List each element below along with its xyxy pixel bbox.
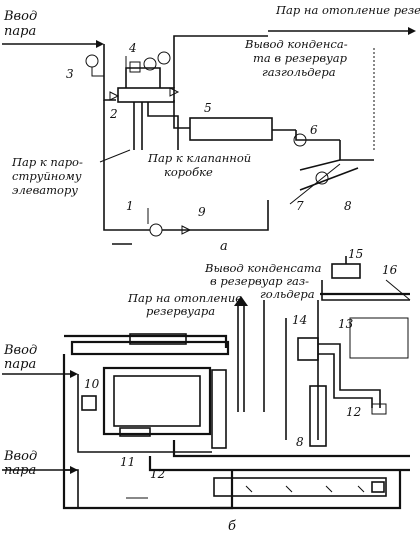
- condensate-return: [339, 140, 374, 161]
- condensate-outlet-b-2: в резервуар газ-: [210, 274, 309, 288]
- condensate-outlet-a-3: газгольдера: [262, 65, 336, 79]
- pipe-to-valve-box: [147, 102, 179, 150]
- gasholder-window: [349, 317, 409, 359]
- inner-tank-core: [113, 375, 201, 427]
- pipe-to-condensate: [173, 100, 190, 129]
- flow-arrows: [245, 485, 365, 493]
- steam-input-b-2: пара: [4, 357, 36, 372]
- valve-9: [181, 225, 192, 235]
- condensate-outlet-b-3: гольдера: [260, 287, 315, 301]
- device-10: [81, 395, 97, 411]
- valve-15: [331, 263, 361, 279]
- diagram-b: Вывод конденсата в резервуар газ- гольде…: [2, 247, 411, 534]
- reducer-valve: [129, 61, 141, 73]
- duct-top: [148, 456, 410, 472]
- outlet-12b: [371, 403, 387, 415]
- trap-8: [315, 171, 329, 185]
- elevator-label-2: струйному: [12, 169, 82, 183]
- gauge-4b: [157, 51, 171, 65]
- trap-1: [149, 223, 163, 237]
- duct-bottom: [210, 470, 402, 510]
- label-11: 11: [120, 455, 135, 469]
- arrow-head: [70, 370, 78, 378]
- label-9: 9: [198, 205, 206, 219]
- check-valve: [169, 87, 180, 97]
- label-7: 7: [296, 199, 304, 213]
- label-8b: 8: [296, 435, 304, 449]
- label-15: 15: [348, 247, 363, 261]
- duct-end: [371, 481, 385, 493]
- pipe-13b: [318, 353, 373, 408]
- elevator-label-3: элеватору: [12, 183, 78, 197]
- diagram-a: Ввод пара Пар на отопление резервуара 3 …: [2, 3, 420, 254]
- elevator-label-1: Пар к паро-: [11, 155, 83, 169]
- steam-input-label-1: Ввод: [3, 9, 37, 24]
- elevator-leader: [99, 149, 131, 163]
- arrow-up-b: [234, 296, 248, 306]
- label-12b: 12: [346, 405, 361, 419]
- label-6: 6: [310, 123, 318, 137]
- roof-slope: [385, 279, 411, 301]
- steam-input-b-1: Ввод: [3, 343, 37, 358]
- label-1: 1: [126, 199, 134, 213]
- label-16: 16: [382, 263, 398, 277]
- pressure-gauge-3: [85, 54, 99, 68]
- label-10: 10: [84, 377, 100, 391]
- heating-label-a: Пар на отопление резервуара: [275, 3, 420, 17]
- steam-input-c-1: Ввод: [3, 449, 37, 464]
- lower-loop-right: [200, 200, 269, 231]
- condensate-outlet-a-1: Вывод конденса-: [244, 37, 348, 51]
- roof-hatch: [129, 333, 187, 345]
- heating-label-b-1: Пар на отопление: [127, 291, 242, 305]
- lower-loop-left: [103, 100, 132, 231]
- label-2: 2: [109, 107, 118, 121]
- roof-beam: [70, 340, 230, 356]
- furnace-wall-left: [62, 354, 234, 510]
- inner-tank: [102, 366, 212, 436]
- top-slab: [64, 334, 228, 348]
- condensate-tank-5: [189, 117, 273, 141]
- brick-left: [63, 469, 79, 509]
- label-3: 3: [66, 67, 74, 81]
- gauge-4a: [143, 57, 157, 71]
- brick-right: [211, 369, 227, 449]
- label-14: 14: [292, 313, 307, 327]
- valve-box-label-1: Пар к клапанной: [147, 151, 251, 165]
- arrow-head: [408, 27, 416, 35]
- label-8: 8: [344, 199, 352, 213]
- pipe-10: [77, 374, 212, 453]
- caption-a: а: [220, 239, 228, 254]
- bypass-1: [299, 159, 341, 171]
- valve: [109, 91, 120, 101]
- manifold-2: [117, 87, 175, 103]
- label-5: 5: [204, 101, 212, 115]
- bypass-2: [299, 167, 359, 191]
- valve-box-label-2: коробке: [164, 165, 213, 179]
- trap-line: [295, 130, 340, 141]
- heating-label-b-2: резервуара: [146, 304, 215, 318]
- arrow-head: [96, 40, 104, 48]
- duct-core: [213, 477, 387, 497]
- label-4: 4: [128, 41, 137, 55]
- gauge-line: [91, 67, 104, 77]
- gasholder-wall: [321, 280, 410, 301]
- pipe-13: [318, 343, 381, 408]
- label-13: 13: [338, 317, 354, 331]
- label-12a: 12: [150, 467, 165, 481]
- brick-column: [309, 385, 327, 447]
- steam-input-label-2: пара: [4, 24, 36, 39]
- device-14: [297, 337, 319, 361]
- caption-b: б: [228, 519, 236, 534]
- duct-inner: [172, 440, 410, 458]
- condensate-outlet-b-1: Вывод конденсата: [204, 261, 322, 275]
- diag-7: [289, 163, 341, 205]
- tank-feet: [119, 427, 151, 437]
- reducer-loop: [125, 67, 161, 88]
- heating-supply: [173, 35, 268, 46]
- condensate-outlet-a-2: та в резервуар: [253, 51, 348, 65]
